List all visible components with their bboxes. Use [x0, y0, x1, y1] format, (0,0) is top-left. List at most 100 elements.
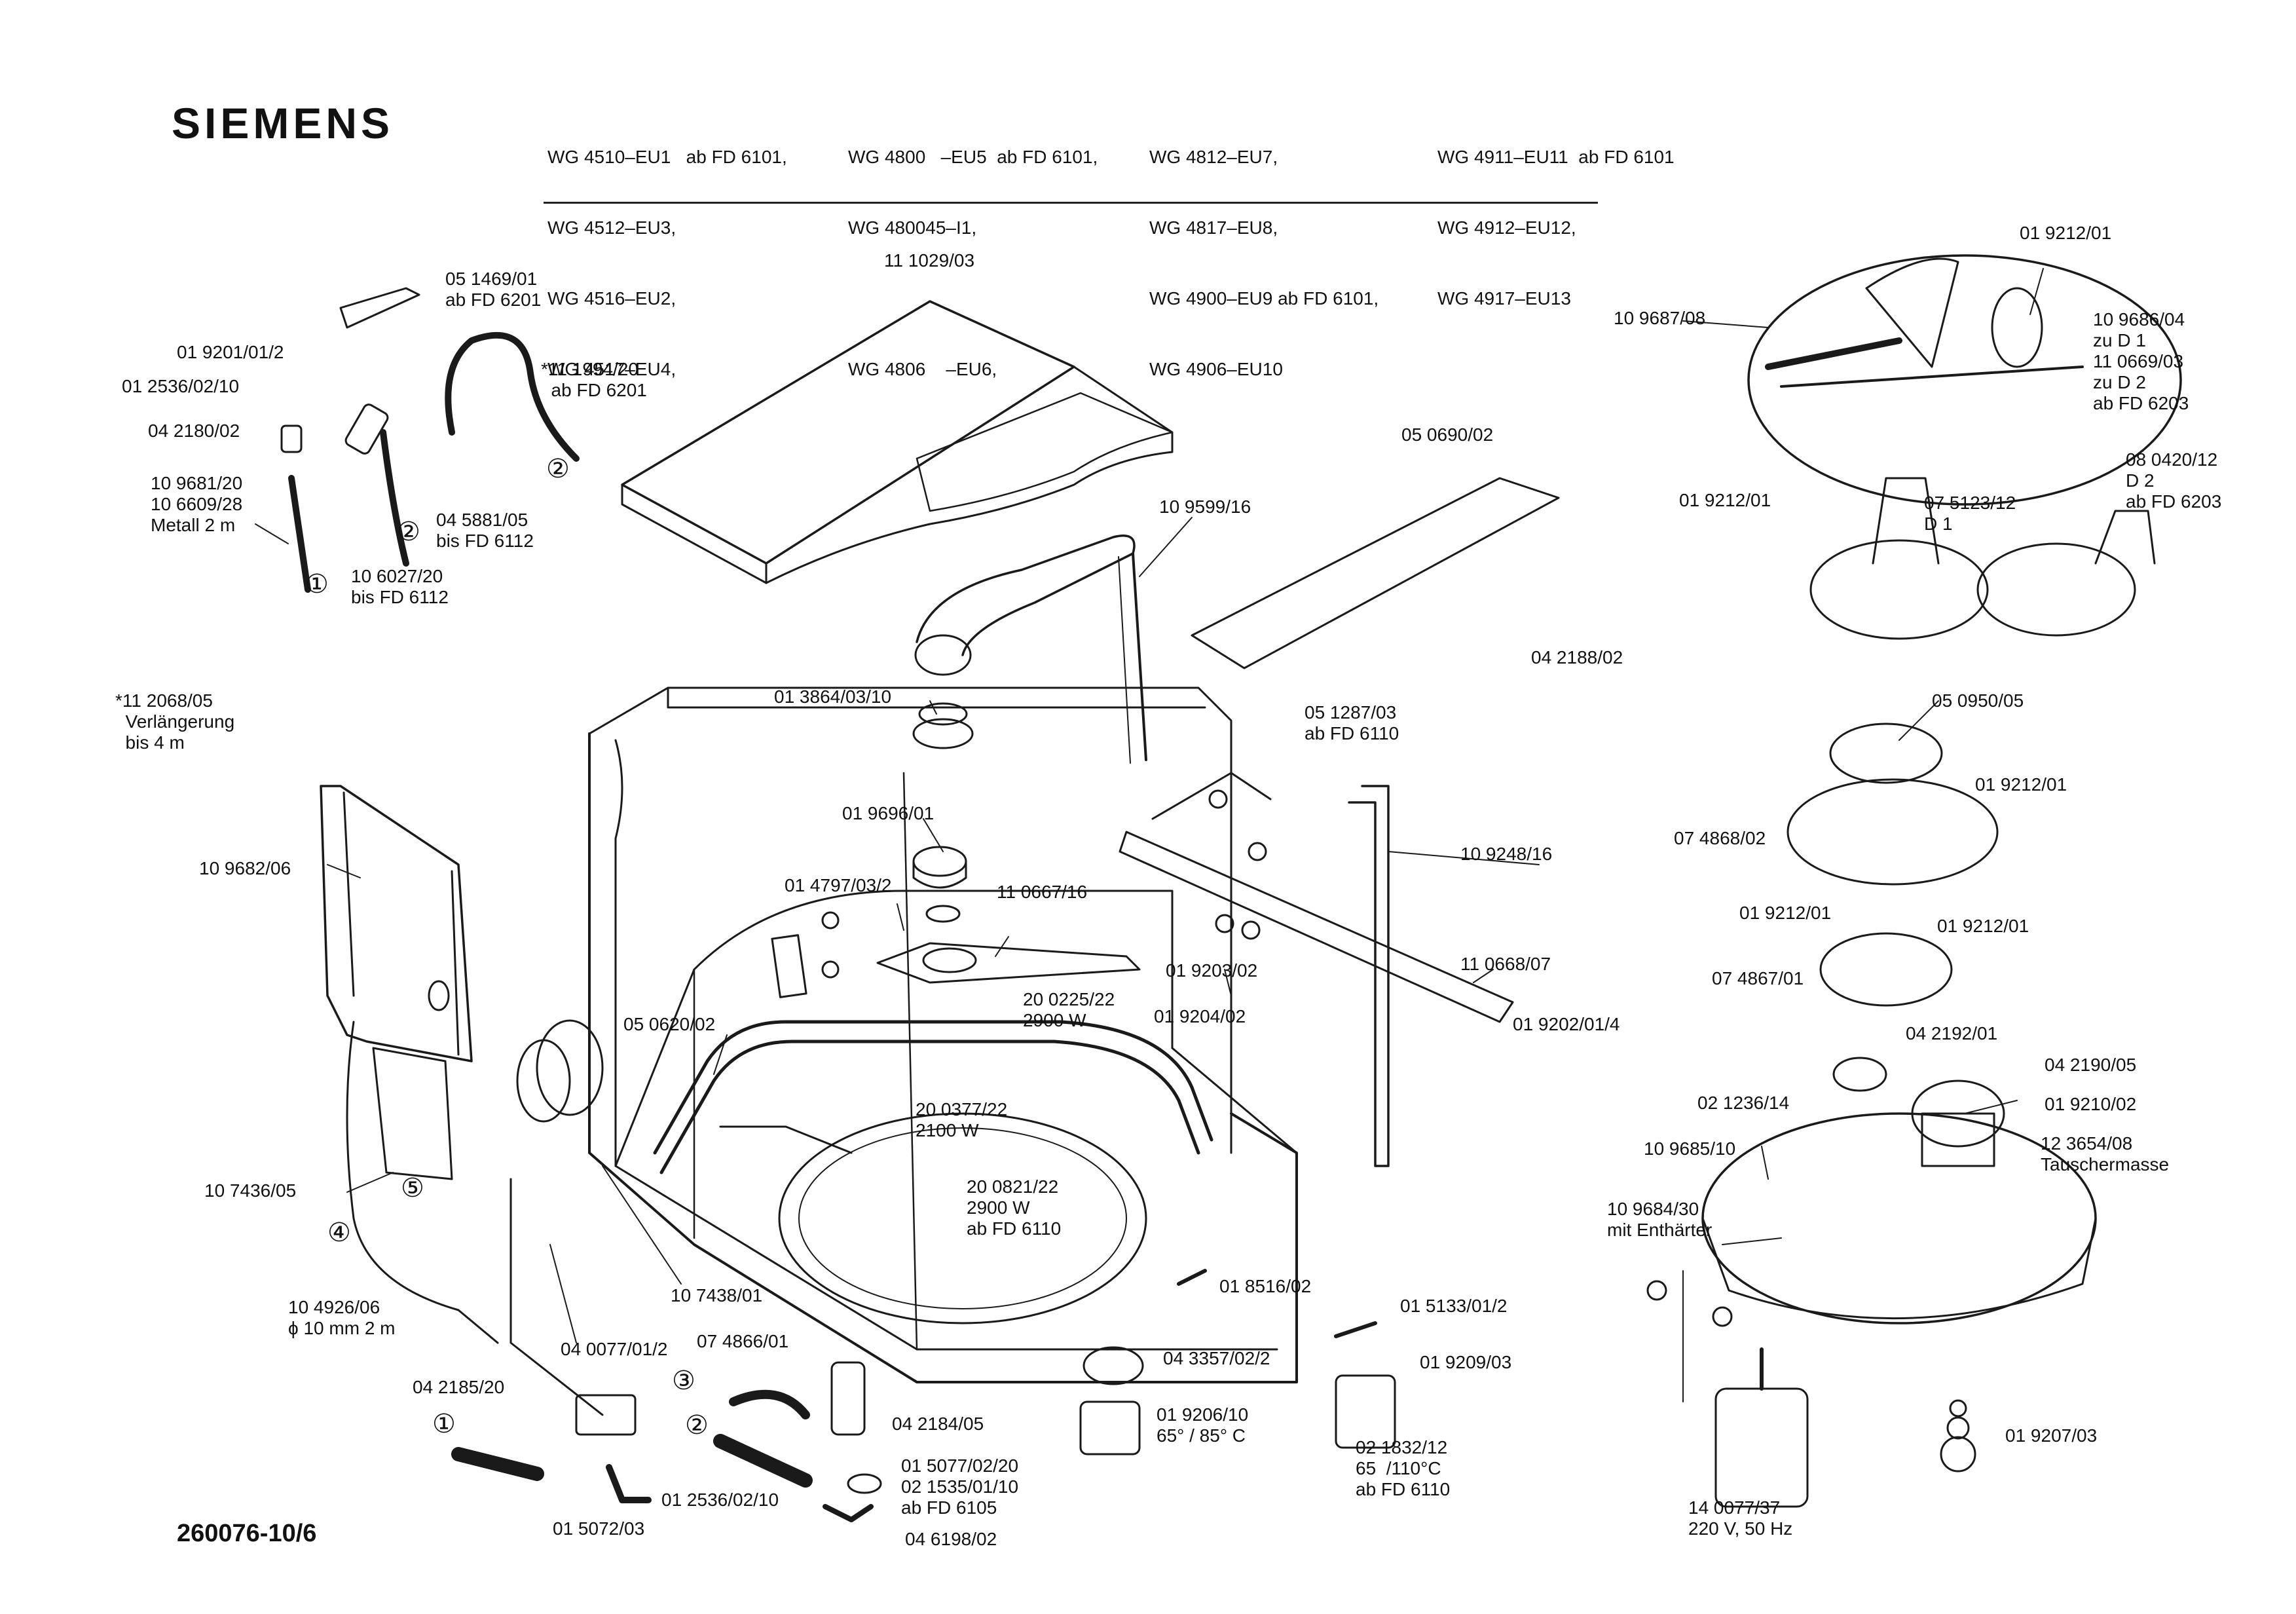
- part-label: 01 9207/03: [2005, 1425, 2098, 1446]
- part-label: 01 5077/02/20 02 1535/01/10 ab FD 6105: [901, 1455, 1019, 1518]
- part-label: 01 9212/01: [2020, 223, 2112, 243]
- part-label: 04 2185/20: [413, 1377, 505, 1397]
- part-label: 11 1029/03: [884, 250, 975, 271]
- part-label: 04 5881/05 bis FD 6112: [436, 510, 534, 551]
- inlet-panel: [320, 785, 604, 1416]
- dishwasher-tub: [588, 686, 1298, 1383]
- part-label: 01 9206/10 65° / 85° C: [1157, 1404, 1249, 1446]
- model-line: WG 4906–EU10: [1149, 359, 1283, 379]
- part-label: 01 9212/01: [1975, 774, 2067, 795]
- part-label: 07 4868/02: [1674, 828, 1766, 848]
- model-line: [1437, 358, 1675, 381]
- part-label: 12 3654/08 Tauschermasse: [2041, 1133, 2170, 1174]
- part-label: 01 9212/01: [1679, 490, 1771, 510]
- leader-lines: [255, 268, 2044, 1343]
- document-number: 260076-10/6: [177, 1520, 317, 1547]
- cover-strip: [1191, 477, 1560, 669]
- model-column-1: WG 4510–EU1 ab FD 6101, WG 4512–EU3, WG …: [547, 98, 787, 405]
- model-line: WG 4917–EU13: [1437, 288, 1571, 309]
- worktop: [621, 300, 1174, 584]
- bottom-fittings: [451, 1269, 1396, 1522]
- part-label: 11 0667/16: [997, 882, 1088, 902]
- model-column-4: WG 4911–EU11 ab FD 6101 WG 4912–EU12, WG…: [1437, 98, 1675, 405]
- part-label: 10 7438/01: [671, 1285, 763, 1305]
- upper-spray-tube: [912, 535, 1147, 764]
- part-label: 01 9209/03: [1420, 1352, 1512, 1372]
- part-label: 04 2188/02: [1531, 647, 1623, 667]
- part-label: 07 4867/01: [1712, 968, 1804, 988]
- model-line: WG 4812–EU7,: [1149, 147, 1278, 167]
- part-label: 10 9684/30 mit Enthärter: [1607, 1199, 1713, 1240]
- callout-4: ④: [327, 1218, 351, 1247]
- part-label: 10 9681/20 10 6609/28 Metall 2 m: [151, 473, 243, 535]
- callout-1: ①: [432, 1410, 456, 1438]
- part-label: 20 0377/22 2100 W: [916, 1099, 1008, 1140]
- hose-assembly-top-left: [280, 287, 580, 593]
- part-label: 04 3357/02/2: [1163, 1348, 1270, 1368]
- part-label: 10 7436/05: [204, 1180, 297, 1201]
- model-line: WG 4510–EU1 ab FD 6101,: [547, 147, 787, 167]
- model-line: WG 4817–EU8,: [1149, 217, 1278, 238]
- part-label: 08 0420/12 D 2 ab FD 6203: [2126, 449, 2222, 512]
- part-label: 10 6027/20 bis FD 6112: [351, 566, 449, 607]
- part-label: 01 9212/01: [1739, 903, 1832, 923]
- part-label: 01 2536/02/10: [122, 376, 240, 396]
- part-label: 10 9687/08: [1614, 308, 1706, 328]
- model-line: WG 4517–EU4,: [547, 359, 676, 379]
- part-label: 10 9682/06: [199, 858, 291, 878]
- part-label: 04 0077/01/2: [561, 1339, 668, 1359]
- part-label: 11 0668/07: [1460, 954, 1551, 974]
- part-label: 01 3864/03/10: [774, 686, 892, 707]
- part-label: 01 9202/01/4: [1513, 1014, 1620, 1034]
- part-label: 01 9204/02: [1154, 1006, 1246, 1026]
- part-label: 01 5072/03: [553, 1518, 645, 1539]
- part-label: 01 9201/01/2: [177, 342, 284, 362]
- part-label: 07 5123/12 D 1: [1924, 493, 2016, 534]
- part-label: 01 9203/02: [1166, 960, 1258, 981]
- part-label: 01 5133/01/2: [1400, 1296, 1508, 1316]
- part-label: 20 0821/22 2900 W ab FD 6110: [967, 1176, 1062, 1239]
- part-label: 02 1832/12 65 /110°C ab FD 6110: [1356, 1437, 1451, 1499]
- part-label: 04 2192/01: [1906, 1023, 1998, 1043]
- part-label: 05 0950/05: [1932, 690, 2024, 711]
- part-label: 10 9248/16: [1460, 844, 1553, 864]
- callout-5: ⑤: [401, 1174, 424, 1203]
- model-line: WG 4911–EU11 ab FD 6101: [1437, 147, 1675, 167]
- part-label: 14 0077/37 220 V, 50 Hz: [1688, 1497, 1793, 1539]
- callout-2: ②: [397, 517, 420, 546]
- part-label: 02 1236/14: [1697, 1093, 1790, 1113]
- part-label: 05 1287/03 ab FD 6110: [1305, 702, 1399, 743]
- part-label: 01 2536/02/10: [661, 1490, 779, 1510]
- model-line: WG 4512–EU3,: [547, 217, 676, 238]
- part-label: 10 4926/06 ϕ 10 mm 2 m: [288, 1297, 396, 1338]
- header-rule: [544, 202, 1598, 204]
- part-label: 05 0690/02: [1401, 424, 1494, 445]
- part-label: 07 4866/01: [697, 1331, 789, 1351]
- model-line: WG 4900–EU9 ab FD 6101,: [1149, 288, 1379, 309]
- part-label: 04 6198/02: [905, 1529, 997, 1549]
- part-label: 01 9696/01: [842, 803, 935, 823]
- part-label: 04 2180/02: [148, 421, 240, 441]
- part-label: 10 9686/04 zu D 1 11 0669/03 zu D 2 ab F…: [2093, 309, 2189, 413]
- model-line: WG 480045–I1,: [848, 217, 977, 238]
- model-line: WG 4806 –EU6,: [848, 359, 997, 379]
- model-column-3: WG 4812–EU7, WG 4817–EU8, WG 4900–EU9 ab…: [1149, 98, 1379, 405]
- brand-logo: SIEMENS: [172, 99, 394, 147]
- model-line: WG 4516–EU2,: [547, 288, 676, 309]
- part-label: *11 2068/05 Verlängerung bis 4 m: [115, 690, 235, 753]
- part-label: 01 9210/02: [2045, 1094, 2137, 1114]
- callout-1: ①: [305, 570, 329, 599]
- part-label: 01 4797/03/2: [785, 875, 892, 895]
- part-label: 01 8516/02: [1219, 1276, 1312, 1296]
- part-label: 05 0620/02: [623, 1014, 716, 1034]
- part-label: 04 2190/05: [2045, 1055, 2137, 1075]
- model-line: [848, 287, 1098, 310]
- part-label: 04 2184/05: [892, 1414, 984, 1434]
- part-label: 01 9212/01: [1937, 916, 2029, 936]
- model-line: WG 4912–EU12,: [1437, 217, 1576, 238]
- callout-2: ②: [546, 455, 570, 483]
- rails: [1119, 772, 1514, 1167]
- softener-assembly: [1646, 254, 2182, 1508]
- part-label: 20 0225/22 2900 W: [1023, 989, 1115, 1030]
